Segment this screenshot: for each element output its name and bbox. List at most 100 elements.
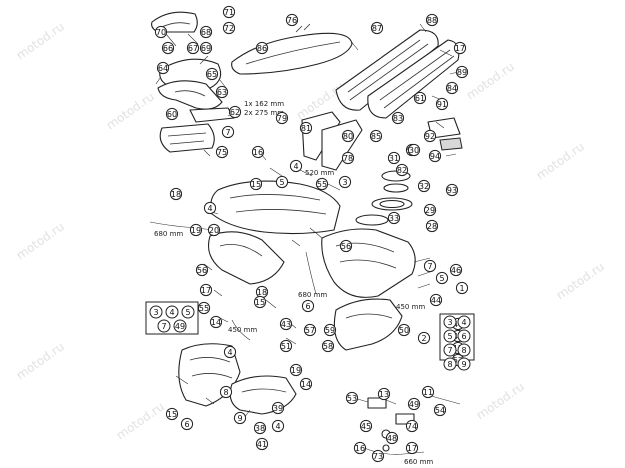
callout-label: 17 [201, 286, 211, 295]
dimension-labels: 1x 162 mm 2x 275 mm 520 mm 680 mm 680 mm… [154, 100, 433, 466]
callout-circle [299, 121, 313, 135]
callout-circle [370, 21, 384, 35]
callout-circle [289, 363, 303, 377]
callout-label: 59 [325, 326, 335, 335]
callout-circle [279, 339, 293, 353]
callout-label: 87 [372, 24, 382, 33]
hose-left [149, 221, 215, 231]
callout-label: 67 [188, 44, 198, 53]
part-callout: 5 [275, 175, 289, 189]
callout-label: 5 [279, 178, 284, 187]
legend-circle [443, 315, 457, 329]
part-callout: 85 [369, 129, 383, 143]
callout-circle [221, 125, 235, 139]
callout-circle [222, 21, 236, 35]
callout-circle [207, 223, 221, 237]
part-callout: 1 [455, 281, 469, 295]
callout-circle [219, 385, 233, 399]
callout-label: 4 [275, 422, 280, 431]
callout-circle [429, 293, 443, 307]
callout-label: 19 [291, 366, 301, 375]
callout-label: 68 [201, 28, 211, 37]
callout-circle [453, 41, 467, 55]
callout-label: 92 [425, 132, 435, 141]
callout-circle [377, 387, 391, 401]
callout-label: 93 [447, 186, 457, 195]
callout-circle [405, 441, 419, 455]
part-callout: 56 [339, 239, 353, 253]
parts-layer [145, 11, 475, 455]
callout-label: 50 [399, 326, 409, 335]
callout-circle [395, 163, 409, 177]
part-callout: 16 [353, 441, 367, 455]
callout-label: 72 [224, 24, 234, 33]
part-callout: 87 [370, 21, 384, 35]
callout-circle [387, 211, 401, 225]
hose-bottom-left [231, 319, 251, 341]
callout-circle [341, 151, 355, 165]
part-callout: 65 [205, 67, 219, 81]
part-callout: 54 [433, 403, 447, 417]
callout-label: 14 [211, 318, 221, 327]
legend-label: 8 [461, 346, 466, 355]
engine-guard-right [229, 375, 297, 415]
dim-hose-tank-top: 520 mm [305, 169, 334, 177]
callout-label: 7 [225, 128, 230, 137]
callout-circle [255, 41, 269, 55]
part-callout: 66 [161, 41, 175, 55]
callout-circle [165, 407, 179, 421]
callout-label: 52 [453, 356, 463, 365]
part-callout: 91 [435, 97, 449, 111]
callout-label: 58 [323, 342, 333, 351]
watermark-text: motod.ru [104, 89, 157, 132]
callout-circle [180, 417, 194, 431]
callout-circle [425, 219, 439, 233]
part-callout: 32 [417, 179, 431, 193]
headlight-housing [159, 123, 215, 153]
part-callout: 94 [428, 149, 442, 163]
legend-circle [173, 319, 187, 333]
callout-circle [223, 345, 237, 359]
part-callout: 93 [445, 183, 459, 197]
dim-seat-strap-2: 2x 275 mm [244, 109, 284, 117]
callout-circle [413, 91, 427, 105]
callout-label: 38 [255, 424, 265, 433]
legend-label: 3 [153, 308, 158, 317]
callout-circle [341, 129, 355, 143]
legend-circle [457, 343, 471, 357]
part-callout: 18 [169, 187, 183, 201]
watermark-text: motod.ru [14, 219, 67, 262]
callout-circle [209, 315, 223, 329]
watermark-text: motod.ru [554, 259, 607, 302]
callout-circle [391, 111, 405, 125]
callout-label: 75 [217, 148, 227, 157]
part-callout: 59 [323, 323, 337, 337]
legend-callout: 8 [443, 357, 457, 371]
callout-label: 53 [347, 394, 357, 403]
part-callout: 70 [154, 25, 168, 39]
callout-circle [407, 143, 421, 157]
part-callout: 74 [405, 419, 419, 433]
part-callout: 67 [186, 41, 200, 55]
callout-label: 14 [301, 380, 311, 389]
part-callout: 7 [423, 259, 437, 273]
part-callout: 78 [341, 151, 355, 165]
callout-label: 18 [171, 190, 181, 199]
callout-label: 62 [230, 108, 240, 117]
headlight-mask-upper [159, 58, 222, 89]
callout-circle [321, 339, 335, 353]
legend-circle [457, 315, 471, 329]
callout-circle [449, 263, 463, 277]
callout-circle [165, 107, 179, 121]
part-callout: 88 [425, 13, 439, 27]
callout-circle [169, 187, 183, 201]
callout-label: 5 [439, 274, 444, 283]
callout-circle [315, 177, 329, 191]
callout-label: 32 [419, 182, 429, 191]
callout-circle [222, 5, 236, 19]
callout-circle [233, 411, 247, 425]
part-callout: 55 [315, 177, 329, 191]
watermark-text: motod.ru [14, 339, 67, 382]
part-callout: 71 [222, 5, 236, 19]
callout-circle [199, 41, 213, 55]
